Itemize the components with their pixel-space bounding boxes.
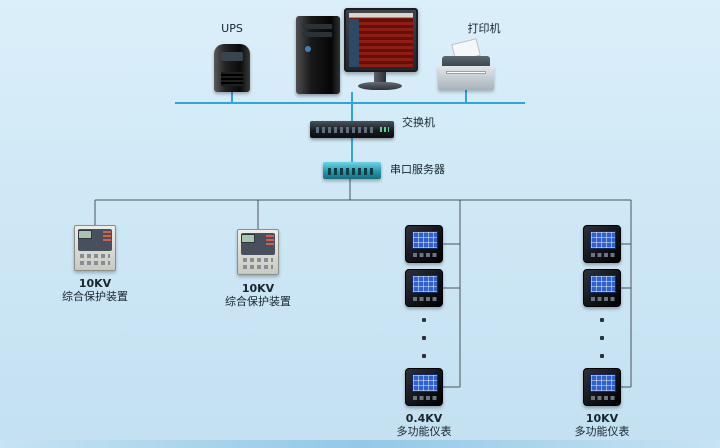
monitor-icon [344, 8, 418, 72]
monitor-stand [374, 72, 386, 83]
meter-lcd [412, 374, 438, 392]
protection-keys [243, 258, 273, 262]
meter-lcd [590, 231, 616, 249]
power-meter-icon [405, 368, 443, 406]
protection-leds [103, 231, 111, 241]
ethernet-bus-lines [175, 90, 525, 162]
protection-lcd [241, 234, 255, 243]
meter-column1-label: 0.4KV 多功能仪表 [374, 412, 474, 438]
power-meter-icon [583, 368, 621, 406]
bottom-border-strip [0, 440, 720, 448]
printer-icon [438, 38, 494, 90]
monitor-screen [349, 13, 413, 67]
meter-buttons [413, 396, 437, 400]
serial-server-label: 串口服务器 [390, 163, 445, 176]
switch-ports [316, 127, 376, 133]
protection-lcd [78, 230, 92, 239]
serial-server-icon [323, 162, 381, 179]
drive-bay [302, 24, 332, 29]
screen-menubar [349, 13, 413, 18]
meter-column1-voltage: 0.4KV [405, 412, 443, 425]
ups-icon [214, 44, 250, 92]
ellipsis-dots [422, 318, 426, 358]
protection1-label: 10KV 综合保护装置 [45, 277, 145, 303]
meter-buttons [591, 253, 615, 257]
power-button-led [305, 46, 311, 52]
protection-leds [266, 235, 274, 245]
protection2-voltage: 10KV [241, 282, 275, 295]
ups-display [221, 52, 243, 61]
meter-column2-voltage: 10KV [585, 412, 619, 425]
protection1-voltage: 10KV [78, 277, 112, 290]
power-meter-icon [405, 225, 443, 263]
meter-lcd [590, 275, 616, 293]
serial-server-ports [328, 168, 376, 175]
drive-bay [302, 32, 332, 37]
printer-body [438, 66, 494, 90]
ups-vent [221, 72, 243, 86]
meter-column1-name: 多功能仪表 [396, 425, 452, 438]
power-meter-icon [405, 269, 443, 307]
pc-tower-icon [296, 16, 340, 94]
printer-output-slot [446, 71, 486, 74]
switch-leds [380, 127, 389, 132]
meter-column2-name: 多功能仪表 [574, 425, 630, 438]
meter-column2-label: 10KV 多功能仪表 [552, 412, 652, 438]
protection-device-icon [74, 225, 116, 271]
screen-sidebar [349, 19, 359, 67]
ups-label: UPS [221, 22, 243, 35]
field-bus-lines [94, 179, 632, 388]
protection2-label: 10KV 综合保护装置 [208, 282, 308, 308]
protection-keys [80, 261, 110, 265]
protection-device-icon [237, 229, 279, 275]
ellipsis-dots [600, 318, 604, 358]
protection-keys [80, 254, 110, 258]
power-meter-icon [583, 225, 621, 263]
meter-buttons [413, 253, 437, 257]
protection-keys [243, 265, 273, 269]
meter-lcd [412, 275, 438, 293]
meter-buttons [591, 396, 615, 400]
meter-buttons [413, 297, 437, 301]
meter-buttons [591, 297, 615, 301]
meter-lcd [412, 231, 438, 249]
screen-data-rows [359, 19, 413, 67]
protection2-name: 综合保护装置 [225, 295, 291, 308]
printer-cover [442, 56, 490, 68]
network-switch-icon [310, 121, 394, 138]
meter-lcd [590, 374, 616, 392]
power-meter-icon [583, 269, 621, 307]
monitor-base [358, 82, 402, 90]
switch-label: 交换机 [402, 116, 435, 129]
printer-label: 打印机 [467, 22, 501, 35]
protection1-name: 综合保护装置 [62, 290, 128, 303]
